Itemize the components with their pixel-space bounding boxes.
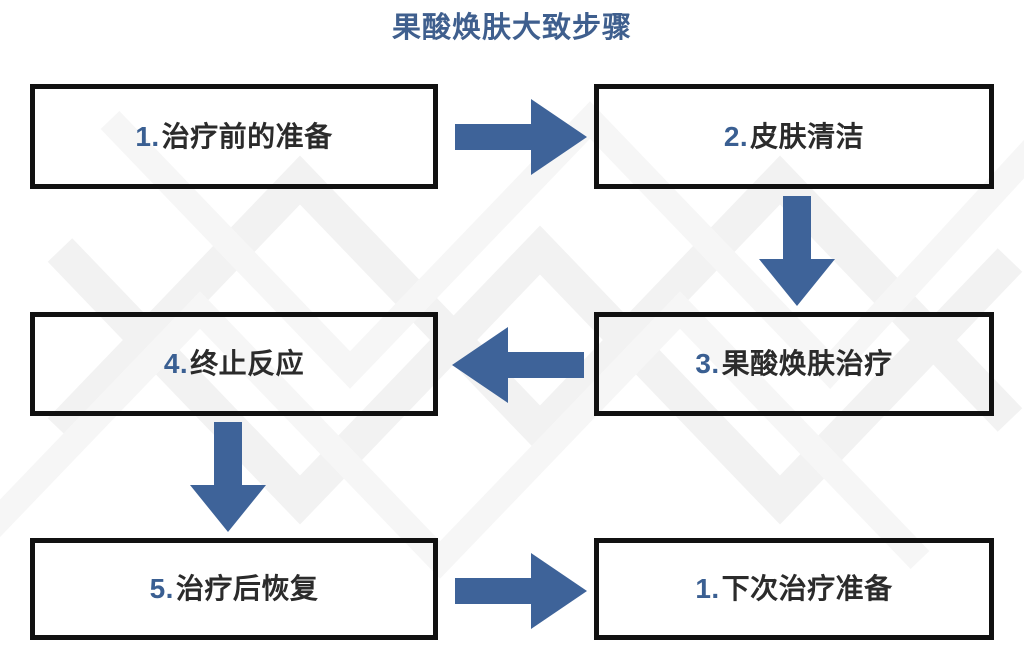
step-box-5[interactable]: 5.治疗后恢复	[30, 538, 438, 640]
step-number-1: 1.	[135, 120, 160, 152]
step-label-4: 4.终止反应	[164, 350, 304, 378]
step-text-4: 终止反应	[190, 348, 305, 379]
step-label-6: 1.下次治疗准备	[695, 575, 892, 603]
step-box-4[interactable]: 4.终止反应	[30, 312, 438, 416]
step-box-6[interactable]: 1.下次治疗准备	[594, 538, 994, 640]
step-label-2: 2.皮肤清洁	[723, 120, 865, 152]
arrow-down-icon-step4-to-step5	[190, 422, 266, 532]
arrow-right-icon-step1-to-step2	[455, 99, 587, 175]
step-text-5: 治疗后恢复	[175, 573, 319, 604]
step-number-5: 5.	[149, 573, 174, 604]
step-text-3: 果酸焕肤治疗	[721, 348, 893, 379]
arrow-right-icon-step5-to-step6	[455, 553, 587, 629]
step-number-2: 2.	[723, 120, 749, 152]
step-box-2[interactable]: 2.皮肤清洁	[594, 84, 994, 189]
step-box-1[interactable]: 1.治疗前的准备	[30, 84, 438, 189]
step-text-6: 下次治疗准备	[721, 573, 893, 604]
arrow-down-icon-step2-to-step3	[759, 196, 835, 306]
step-text-2: 皮肤清洁	[750, 120, 865, 152]
step-box-3[interactable]: 3.果酸焕肤治疗	[594, 312, 994, 416]
step-label-5: 5.治疗后恢复	[150, 575, 319, 603]
step-label-1: 1.治疗前的准备	[135, 120, 333, 152]
step-text-1: 治疗前的准备	[161, 120, 333, 152]
step-number-3: 3.	[695, 348, 720, 379]
step-label-3: 3.果酸焕肤治疗	[695, 350, 892, 378]
page-title: 果酸焕肤大致步骤	[391, 12, 632, 44]
step-number-4: 4.	[163, 348, 189, 379]
arrow-left-icon-step3-to-step4	[452, 327, 584, 403]
step-number-6: 1.	[695, 573, 720, 604]
